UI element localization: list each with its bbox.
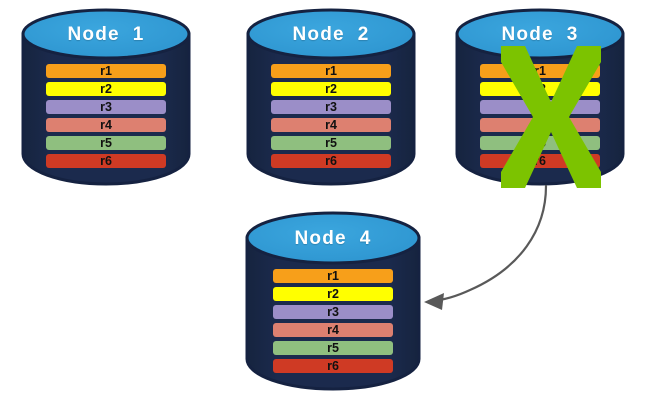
row-bar-r1: r1 [271,64,391,78]
row-bar-r3: r3 [271,100,391,114]
row-label: r5 [325,135,337,150]
row-label: r3 [100,99,112,114]
row-label: r6 [327,358,339,373]
row-bar-r1: r1 [480,64,600,78]
node-4-rows: r1 r2 r3 r4 r5 r6 [273,269,393,373]
node-3-rows: r1 r2 r3 r4 r5 r6 [480,64,600,168]
row-label: r6 [325,153,337,168]
row-label: r1 [325,63,337,78]
row-label: r2 [100,81,112,96]
row-label: r6 [100,153,112,168]
row-label: r2 [534,81,546,96]
row-bar-r6: r6 [480,154,600,168]
row-label: r5 [534,135,546,150]
row-label: r4 [327,322,339,337]
row-bar-r6: r6 [273,359,393,373]
row-label: r3 [325,99,337,114]
row-bar-r2: r2 [273,287,393,301]
row-label: r1 [100,63,112,78]
row-label: r5 [327,340,339,355]
row-bar-r5: r5 [46,136,166,150]
row-bar-r6: r6 [46,154,166,168]
node-2-rows: r1 r2 r3 r4 r5 r6 [271,64,391,168]
row-label: r3 [327,304,339,319]
node-1-rows: r1 r2 r3 r4 r5 r6 [46,64,166,168]
row-bar-r3: r3 [480,100,600,114]
row-bar-r4: r4 [273,323,393,337]
row-bar-r6: r6 [271,154,391,168]
row-label: r4 [534,117,546,132]
row-bar-r5: r5 [480,136,600,150]
row-bar-r4: r4 [271,118,391,132]
row-bar-r2: r2 [271,82,391,96]
row-label: r4 [100,117,112,132]
row-bar-r5: r5 [271,136,391,150]
row-label: r3 [534,99,546,114]
row-bar-r1: r1 [46,64,166,78]
row-label: r5 [100,135,112,150]
row-label: r1 [327,268,339,283]
row-label: r2 [325,81,337,96]
row-label: r4 [325,117,337,132]
row-bar-r1: r1 [273,269,393,283]
row-bar-r4: r4 [46,118,166,132]
row-label: r1 [534,63,546,78]
row-bar-r3: r3 [273,305,393,319]
row-label: r6 [534,153,546,168]
row-bar-r4: r4 [480,118,600,132]
row-bar-r2: r2 [480,82,600,96]
row-bar-r2: r2 [46,82,166,96]
row-bar-r3: r3 [46,100,166,114]
row-bar-r5: r5 [273,341,393,355]
row-label: r2 [327,286,339,301]
